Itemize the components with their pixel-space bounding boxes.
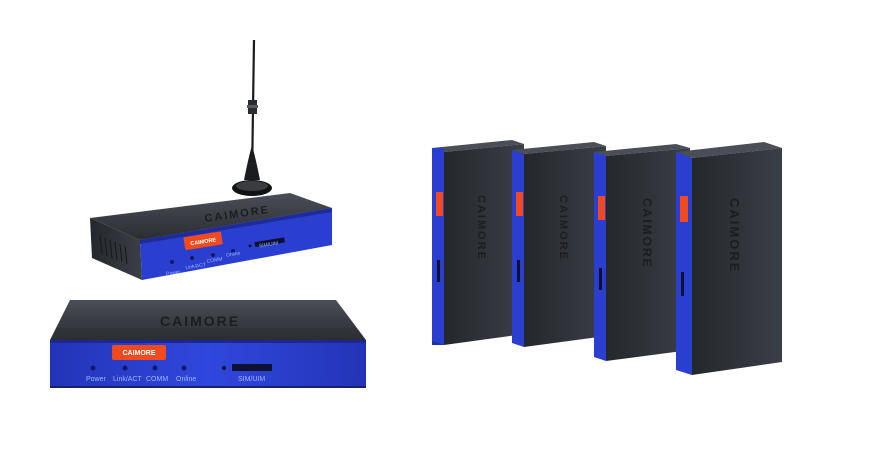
brand-logo: CAIMORE [475,195,487,261]
brand-badge: CAIMORE [112,345,166,360]
label-sim-uim: SIM/UIM [238,376,265,383]
router-vertical-2: CAIMORE [512,142,606,347]
router-vertical-4: CAIMORE [676,142,782,375]
router-flat: CAIMORE CAIMORE Power Link/ACT COMM Onli… [50,300,366,388]
label-online: Online [226,250,241,258]
brand-badge-text: CAIMORE [122,350,155,357]
brand-badge-text: CAIMORE [190,237,217,247]
label-power: Power [166,269,181,277]
brand-badge [436,192,443,216]
brand-logo: CAIMORE [640,198,654,269]
brand-logo: CAIMORE [557,195,569,261]
label-link-act: Link/ACT [113,376,143,383]
antenna-icon [232,39,272,196]
label-comm: COMM [146,376,168,383]
router-vertical-3: CAIMORE [594,144,690,361]
brand-badge [680,196,688,222]
brand-logo: CAIMORE [160,313,240,329]
label-comm: COMM [206,256,223,264]
label-power: Power [86,376,107,383]
label-sim-uim: SIM/UIM [259,240,279,249]
brand-badge: CAIMORE [183,231,223,250]
led-indicator-icon [90,365,187,371]
brand-badge [598,196,605,220]
label-link-act: Link/ACT [185,262,206,271]
brand-badge [516,192,523,216]
router-with-antenna: CAIMORE CAIMORE Power Link/ACT COMM Onli… [90,39,332,280]
router-vertical-1: CAIMORE [432,140,524,345]
label-online: Online [176,376,196,383]
brand-logo: CAIMORE [727,198,742,273]
led-indicator-icon [170,249,235,264]
